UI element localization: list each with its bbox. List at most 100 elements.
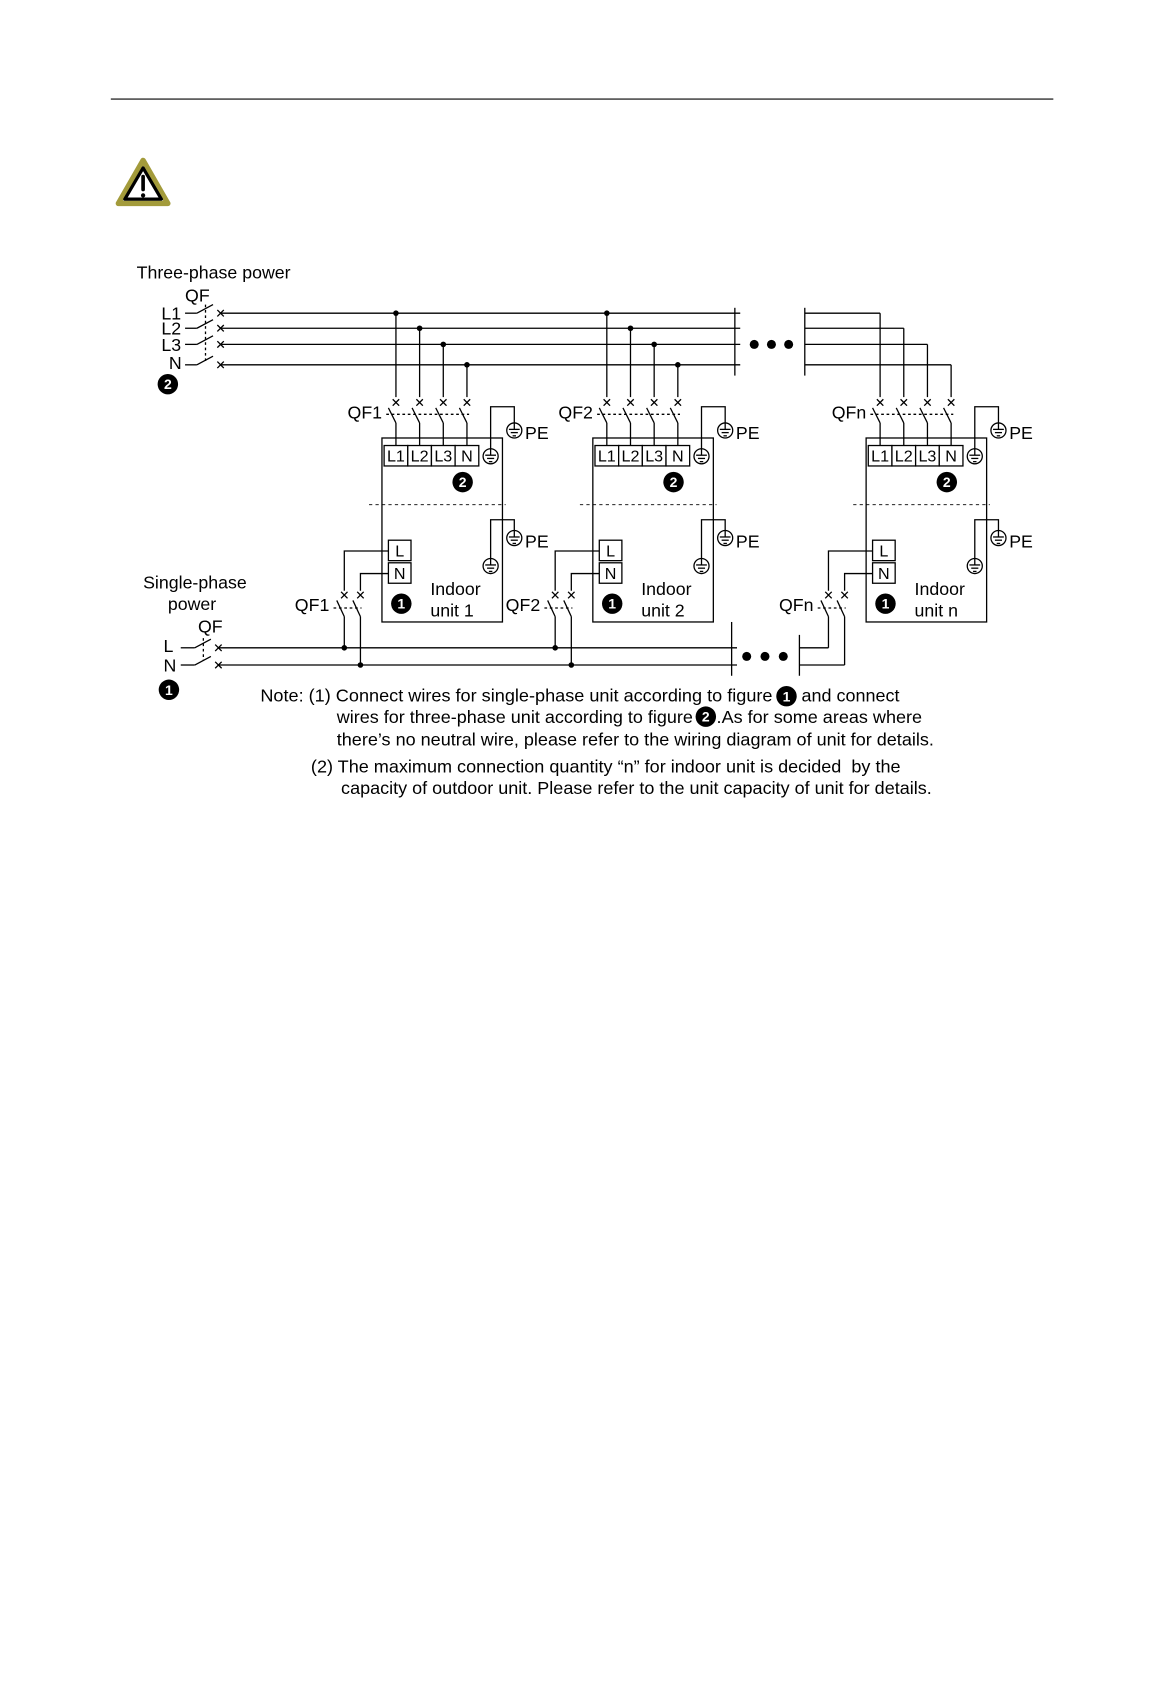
terminal-label: L2 [622,448,640,466]
contact-stroke [626,398,635,407]
pe-label: PE [1009,532,1033,552]
single-phase-label-l: L [164,636,174,656]
terminal-label: L3 [645,448,663,466]
terminal-ground-icon [693,448,710,465]
terminal-label: N [394,565,406,583]
terminal-label: N [605,565,617,583]
switch-contact-mark [415,398,424,407]
badge-disc [936,471,958,493]
three-phase-unit-switch-label: QF2 [558,403,593,423]
phase-label-l2: L2 [161,319,181,339]
note-line3: there’s no neutral wire, please refer to… [337,730,934,750]
switch-blade [196,319,214,329]
switch-contact-mark [900,398,908,407]
single-phase-unit-switch-label: QFn [779,595,814,615]
junction-dot [357,662,364,668]
terminal-ground-icon [966,448,983,465]
pe-label: PE [525,423,549,443]
terminal-label: L [395,542,404,560]
three-phase-unit-switch-label: QFn [832,403,867,423]
continuation-dot [742,651,752,661]
single-phase-bus [218,621,801,676]
badge-disc [663,471,684,493]
terminal-box [454,444,480,467]
unit-name-line1: Indoor [915,579,965,599]
figure-1-badge: 1 [875,593,896,614]
switch-blade [458,407,468,424]
badge-number: 1 [165,682,173,698]
single-phase-power-title-line2: power [168,594,216,614]
wiring-diagram: Three-phase power QF L1 L2 L3 N Single-p… [137,263,1033,700]
figure-1-badge: 1 [601,593,623,614]
pe-label: PE [736,532,760,552]
switch-contact-mark [824,591,833,599]
pe-wire [974,406,1000,449]
pe-wire [700,519,726,559]
continuation-dot [784,339,794,349]
continuation-dot [766,339,776,349]
terminal-label: L1 [387,448,405,466]
contact-stroke [900,398,908,407]
switch-contact-mark [923,398,932,407]
feed-wire [827,550,873,591]
junction-dot [552,644,558,651]
feed-wire [359,572,389,591]
pe-ground-icon [990,422,1007,439]
contact-stroke [356,591,365,599]
switch-blade [895,407,905,424]
pe-ground-icon [716,422,734,439]
three-phase-main-switch-label: QF [185,285,210,305]
feed-wire [554,550,600,591]
contact-stroke [463,398,471,407]
badge-disc [391,593,412,614]
contact-stroke [340,591,348,599]
pe-ground-icon [506,529,523,547]
unit-enclosure [381,437,504,623]
contact-stroke [567,591,576,599]
terminal-label: N [672,448,684,466]
pe-wire [489,406,515,449]
badge-disc [601,593,623,614]
switch-blade [411,407,421,424]
badge-number: 1 [882,596,890,612]
pe-label: PE [736,423,760,443]
continuation-dot [778,651,788,661]
switch-contact-mark [567,591,576,599]
pe-wire [974,519,1000,559]
badge-number: 2 [670,474,678,490]
wiring-note: Note: (1) Connect wires for single-phase… [260,686,934,799]
note-line2-suffix: .As for some areas where [717,707,923,727]
note-line2-prefix: wires for three-phase unit according to … [336,707,693,727]
badge-disc [158,679,180,700]
terminal-ground-icon [966,557,983,575]
unit-name-line2: unit n [915,601,958,621]
switch-blade [196,304,214,314]
terminal-ground-icon [693,557,710,575]
continuation-dot [760,651,770,661]
switch-blade [598,407,608,424]
pe-wire [489,519,515,559]
contact-stroke [824,591,833,599]
junction-dot [568,662,575,668]
pe-ground-icon [716,529,734,547]
terminal-ground-icon [482,557,499,575]
unit-name-line1: Indoor [641,579,691,599]
switch-contact-mark [626,398,635,407]
contact-stroke [923,398,932,407]
badge-disc [776,685,797,707]
contact-stroke [650,398,658,407]
continuation-dot [749,339,759,349]
switch-blade [943,407,952,424]
terminal-label: N [461,448,473,466]
unit-enclosure [865,437,988,623]
junction-dot [341,644,348,651]
pe-ground-icon [990,529,1007,547]
switch-contact-mark [392,398,400,407]
terminal-label: L2 [895,448,913,466]
pe-label: PE [525,532,549,552]
